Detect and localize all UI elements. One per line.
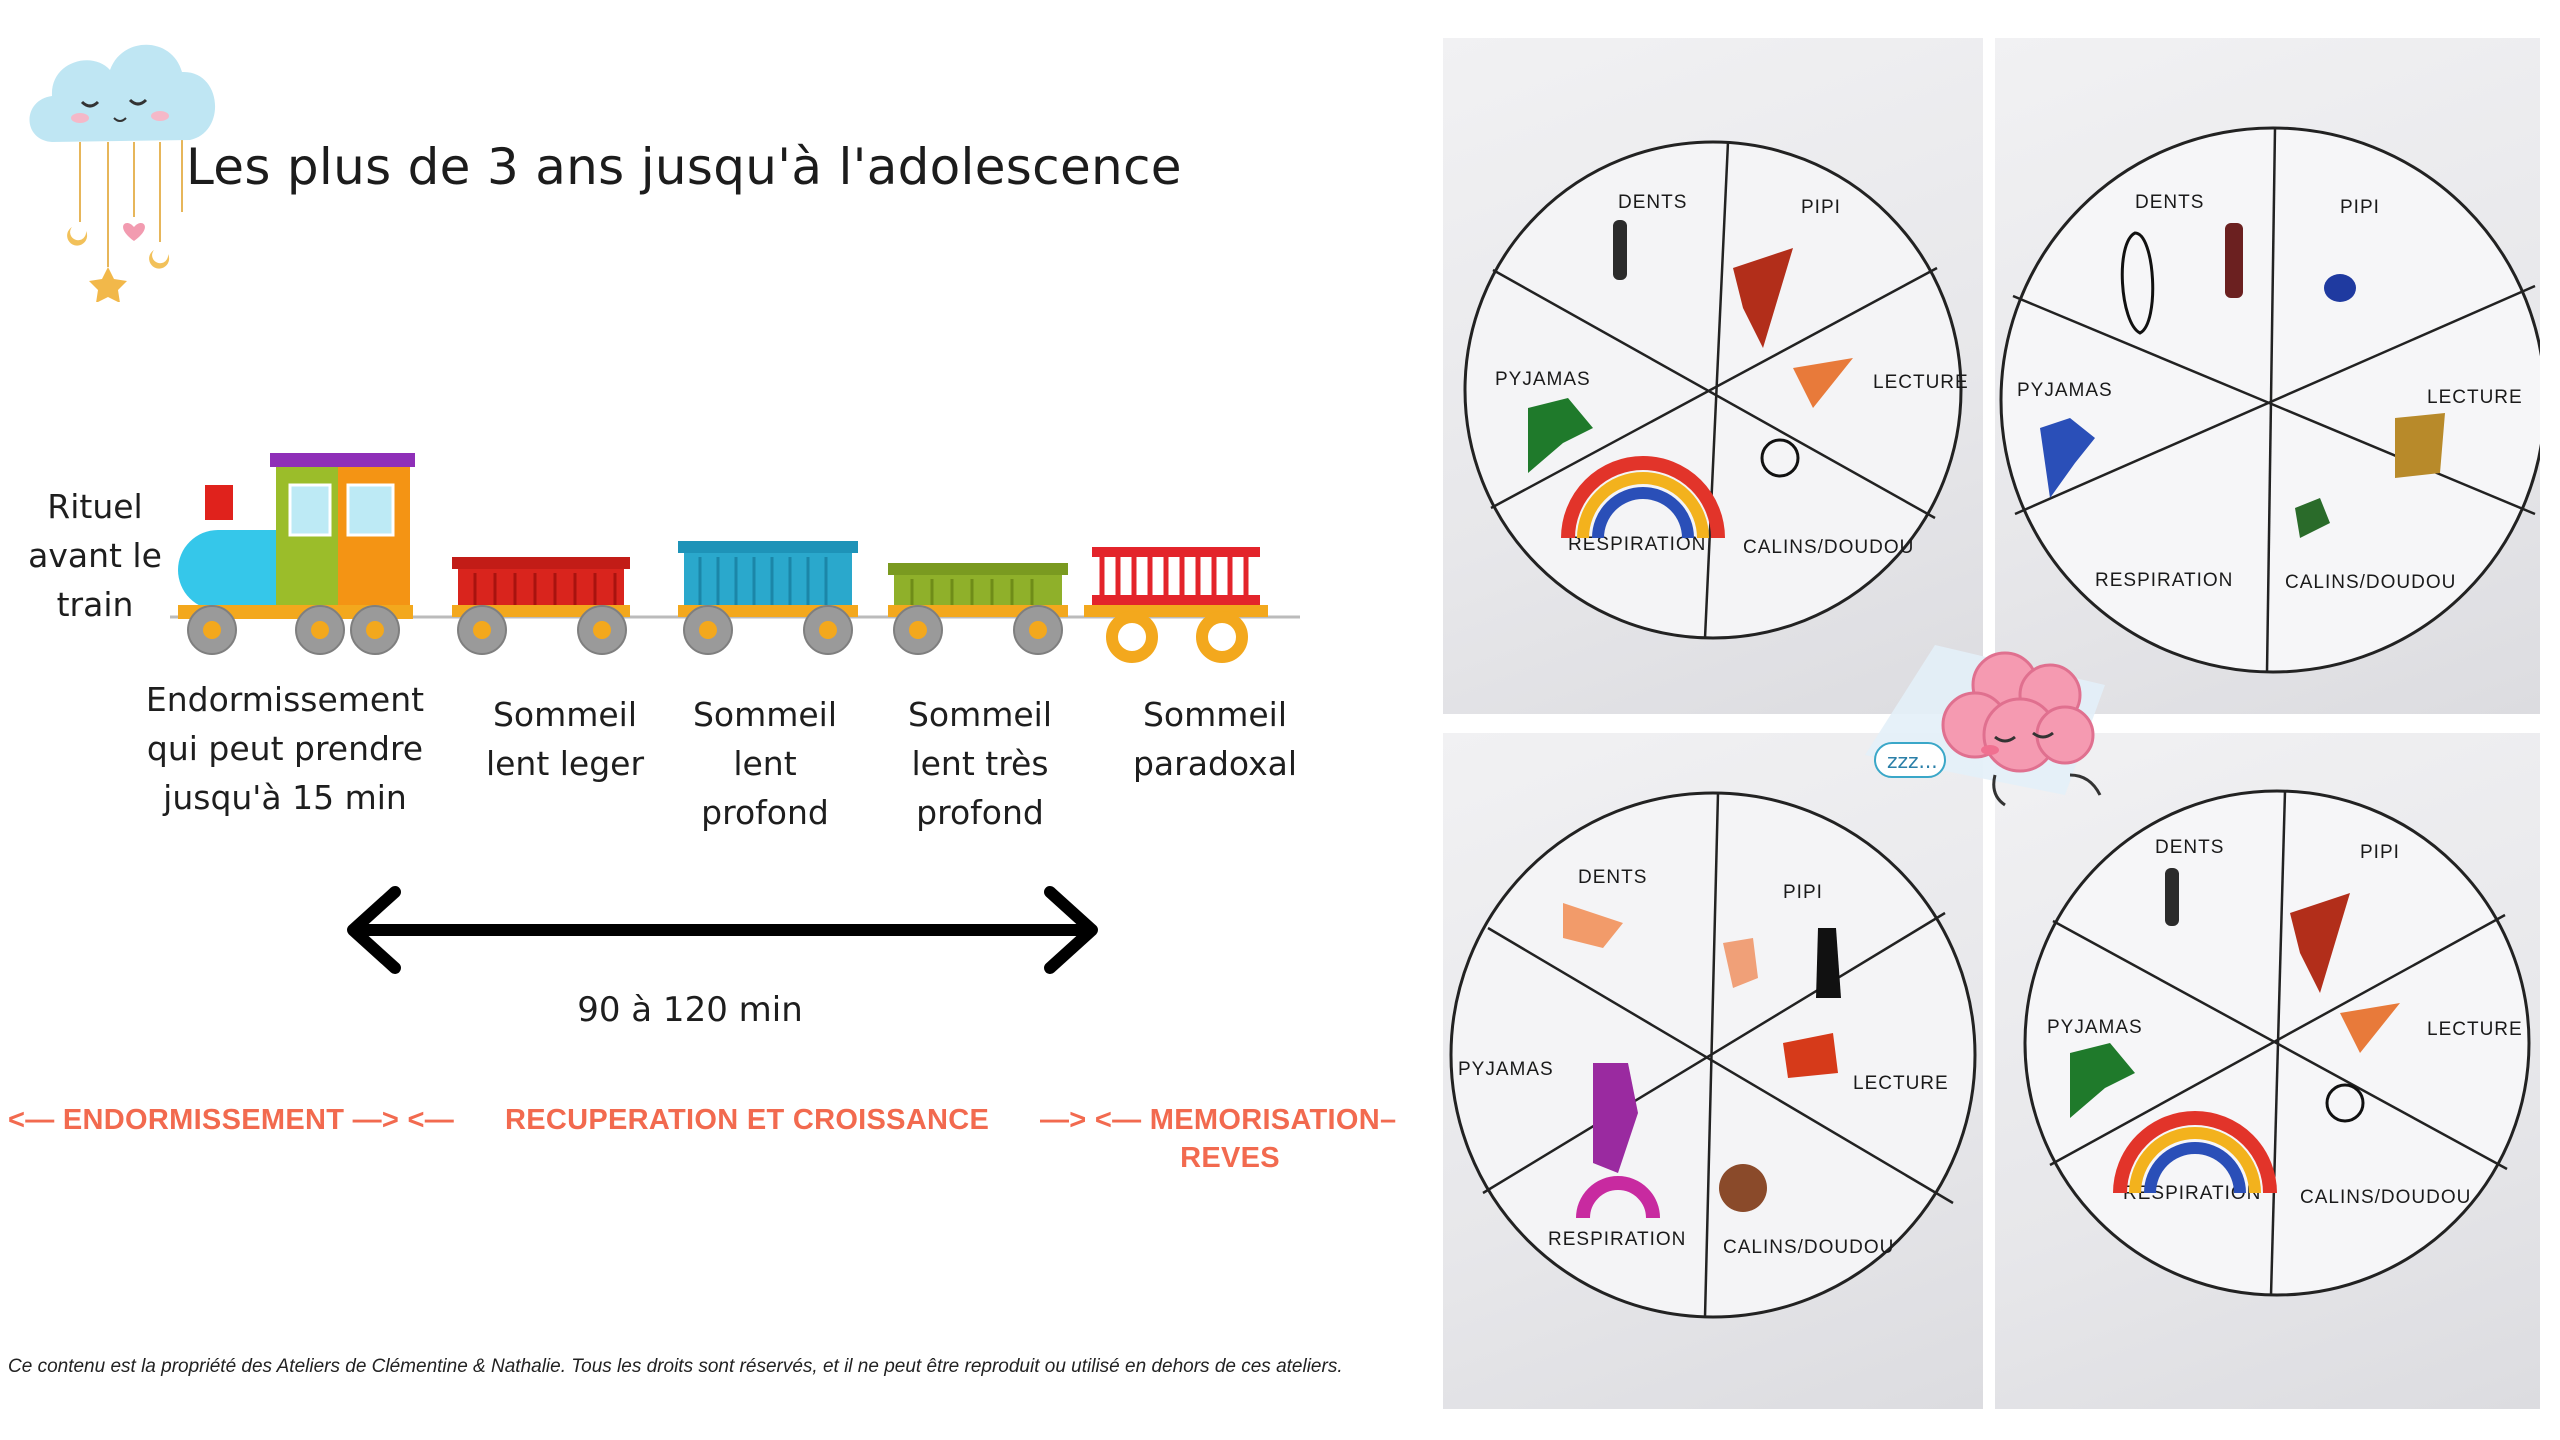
- phase-reves: REVES: [1180, 1142, 1280, 1174]
- cycle-duration: 90 à 120 min: [577, 990, 803, 1030]
- segment-label: PIPI: [2340, 197, 2380, 218]
- segment-label: CALINS/DOUDOU: [2285, 572, 2456, 593]
- sleep-bubble-text: zzz...: [1887, 749, 1938, 773]
- segment-label: PYJAMAS: [2047, 1017, 2143, 1038]
- segment-label: RESPIRATION: [1548, 1229, 1686, 1250]
- wagon-label-2: Sommeil lent profond: [692, 695, 838, 832]
- segment-label: LECTURE: [2427, 387, 2523, 408]
- phase-recuperation: RECUPERATION ET CROISSANCE: [505, 1104, 990, 1136]
- segment-label: RESPIRATION: [2095, 570, 2233, 591]
- wagon-label-3: Sommeil lent très profond: [907, 695, 1053, 832]
- wagon-4: [1084, 547, 1268, 617]
- cloud-icon: [29, 44, 216, 302]
- segment-label: RESPIRATION: [2123, 1183, 2261, 1204]
- segment-label: DENTS: [2155, 837, 2224, 858]
- routine-wheel-photo: DENTS PIPI LECTURE CALINS/DOUDOU RESPIRA…: [1443, 733, 1983, 1409]
- wagon-label-1: Sommeil lent leger: [485, 695, 645, 783]
- segment-label: DENTS: [1578, 867, 1647, 888]
- routine-wheel-photo: DENTS PIPI LECTURE CALINS/DOUDOU RESPIRA…: [1995, 38, 2540, 714]
- segment-label: DENTS: [2135, 192, 2204, 213]
- wagon-label-4: Sommeil paradoxal: [1132, 695, 1297, 783]
- routine-wheel-photo: DENTS PIPI LECTURE CALINS/DOUDOU RESPIRA…: [1443, 38, 1983, 714]
- slide-panel: Les plus de 3 ans jusqu'à l'adolescence …: [8, 44, 1397, 1377]
- segment-label: CALINS/DOUDOU: [1723, 1237, 1894, 1258]
- segment-label: PIPI: [2360, 842, 2400, 863]
- wagon-2: [678, 541, 858, 617]
- routine-wheel: DENTS PIPI LECTURE CALINS/DOUDOU RESPIRA…: [2023, 789, 2531, 1297]
- phase-endormissement: <— ENDORMISSEMENT —> <—: [8, 1104, 455, 1136]
- wagon-3: [888, 563, 1068, 617]
- segment-label: CALINS/DOUDOU: [2300, 1187, 2471, 1208]
- double-arrow-icon: [347, 886, 1098, 974]
- segment-label: PYJAMAS: [1458, 1059, 1554, 1080]
- routine-wheel: DENTS PIPI LECTURE CALINS/DOUDOU RESPIRA…: [1463, 140, 1969, 640]
- phase-memorisation: —> <— MEMORISATION–: [1040, 1104, 1397, 1136]
- segment-label: LECTURE: [2427, 1019, 2523, 1040]
- segment-label: LECTURE: [1873, 372, 1969, 393]
- locomotive: [178, 453, 415, 619]
- routine-wheel: DENTS PIPI LECTURE CALINS/DOUDOU RESPIRA…: [1449, 791, 1977, 1319]
- page-title: Les plus de 3 ans jusqu'à l'adolescence: [186, 138, 1182, 196]
- wagon-label-0: Endormissement qui peut prendre jusqu'à …: [145, 680, 425, 817]
- copyright-notice: Ce contenu est la propriété des Ateliers…: [8, 1356, 1343, 1377]
- ritual-label: Rituel avant le train: [28, 487, 162, 624]
- segment-label: PIPI: [1783, 882, 1823, 903]
- segment-label: PYJAMAS: [2017, 380, 2113, 401]
- routine-wheel-photo: DENTS PIPI LECTURE CALINS/DOUDOU RESPIRA…: [1995, 733, 2540, 1409]
- segment-label: RESPIRATION: [1568, 534, 1706, 555]
- routine-wheel: DENTS PIPI LECTURE CALINS/DOUDOU RESPIRA…: [1999, 126, 2540, 674]
- segment-label: LECTURE: [1853, 1073, 1949, 1094]
- train-icon: [170, 453, 1300, 663]
- segment-label: DENTS: [1618, 192, 1687, 213]
- sleeping-brain-icon: zzz...: [1865, 645, 2105, 807]
- segment-label: PIPI: [1801, 197, 1841, 218]
- segment-label: CALINS/DOUDOU: [1743, 537, 1914, 558]
- segment-label: PYJAMAS: [1495, 369, 1591, 390]
